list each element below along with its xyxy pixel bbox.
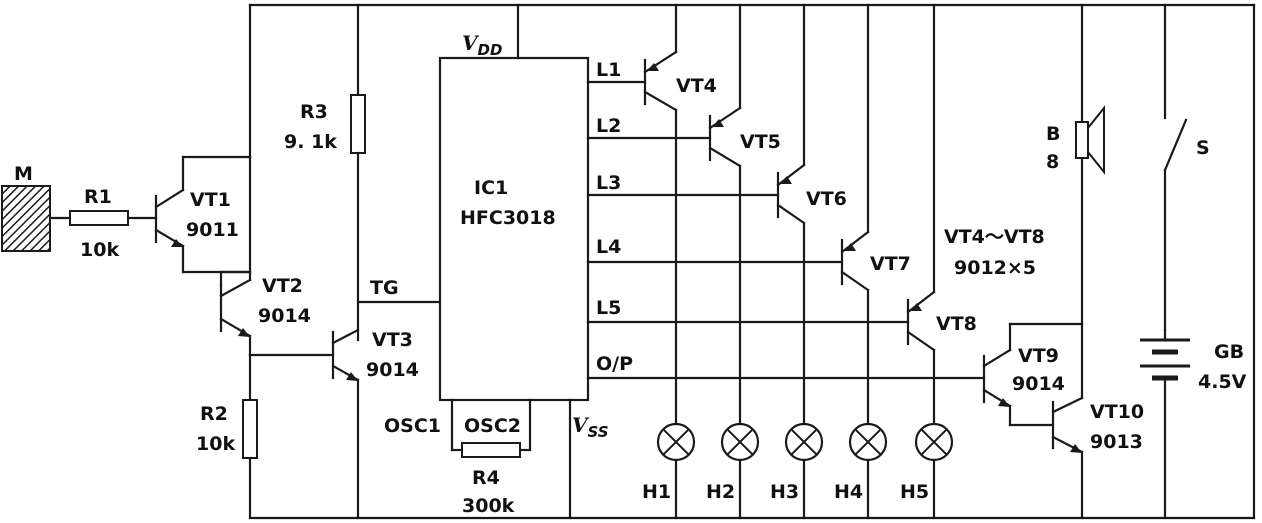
label-l2: L2	[596, 115, 621, 137]
label-vt3: VT3	[372, 329, 413, 351]
lamp-h1	[656, 422, 696, 520]
label-h4: H4	[834, 481, 863, 503]
lamp-labels: H1 H2 H3 H4 H5	[642, 481, 929, 503]
transistor-vt2	[219, 270, 252, 357]
transistor-vt10	[1051, 322, 1084, 520]
label-r2-value: 10k	[196, 433, 235, 455]
lamp-h5	[914, 422, 954, 520]
label-r1-value: 10k	[80, 239, 119, 261]
label-vt8: VT8	[936, 313, 977, 335]
label-vt2: VT2	[262, 275, 303, 297]
label-vt9-part: 9014	[1012, 373, 1065, 395]
label-vdd: VDD	[462, 31, 502, 59]
label-h5: H5	[900, 481, 929, 503]
transistor-vt7	[840, 3, 870, 426]
label-speaker: B	[1046, 123, 1060, 145]
label-note-2: 9012×5	[954, 257, 1036, 279]
label-h1: H1	[642, 481, 671, 503]
label-vt10: VT10	[1090, 401, 1144, 423]
transistor-vt6	[776, 3, 806, 426]
label-vt6: VT6	[806, 188, 847, 210]
label-note-1: VT4～VT8	[944, 226, 1045, 248]
transistor-vt1	[154, 155, 252, 274]
label-mic: M	[14, 163, 33, 185]
label-op: O/P	[596, 353, 633, 375]
label-r3-value: 9. 1k	[284, 131, 337, 153]
label-h3: H3	[770, 481, 799, 503]
label-ic1-part: HFC3018	[460, 207, 556, 229]
label-speaker-value: 8	[1046, 151, 1059, 173]
lamp-h2	[720, 422, 760, 520]
switch-s	[1163, 3, 1188, 332]
label-l5: L5	[596, 297, 621, 319]
label-vt1: VT1	[190, 189, 231, 211]
transistor-vt8	[906, 3, 936, 426]
osc-network	[450, 398, 532, 458]
lamp-h4	[848, 422, 888, 520]
speaker-b	[1075, 3, 1105, 326]
label-vt1-part: 9011	[186, 219, 239, 241]
label-osc1: OSC1	[384, 415, 441, 437]
label-vt4: VT4	[676, 75, 717, 97]
ic1-box	[438, 56, 590, 402]
label-r4-value: 300k	[462, 495, 515, 517]
label-switch: S	[1196, 137, 1210, 159]
transistor-vt4	[643, 3, 678, 426]
label-vt7: VT7	[870, 253, 911, 275]
resistor-r3	[350, 3, 366, 342]
battery-gb	[1140, 328, 1190, 520]
label-r2: R2	[200, 403, 228, 425]
label-l3: L3	[596, 172, 621, 194]
microphone	[1, 185, 72, 252]
label-vt3-part: 9014	[366, 359, 419, 381]
label-osc2: OSC2	[464, 415, 521, 437]
resistor-r2	[242, 353, 258, 520]
transistor-vt3	[331, 328, 360, 520]
label-r4: R4	[472, 467, 500, 489]
output-lines	[586, 80, 986, 380]
pnp-transistors	[643, 3, 936, 426]
label-ic1: IC1	[474, 177, 508, 199]
label-h2: H2	[706, 481, 735, 503]
label-r3: R3	[300, 101, 328, 123]
transistor-vt5	[708, 3, 742, 426]
label-l1: L1	[596, 59, 621, 81]
label-vt2-part: 9014	[258, 305, 311, 327]
resistor-r1	[69, 210, 158, 226]
label-vss: VSS	[572, 413, 609, 441]
label-r1: R1	[84, 186, 112, 208]
lamp-h3	[784, 422, 824, 520]
label-battery: GB	[1214, 341, 1244, 363]
label-tg: TG	[370, 277, 399, 299]
lamps	[656, 422, 954, 520]
label-l4: L4	[596, 236, 621, 258]
label-battery-value: 4.5V	[1198, 371, 1247, 393]
label-vt5: VT5	[740, 131, 781, 153]
transistor-vt9	[982, 322, 1084, 427]
label-vt10-part: 9013	[1090, 431, 1143, 453]
label-vt9: VT9	[1018, 345, 1059, 367]
